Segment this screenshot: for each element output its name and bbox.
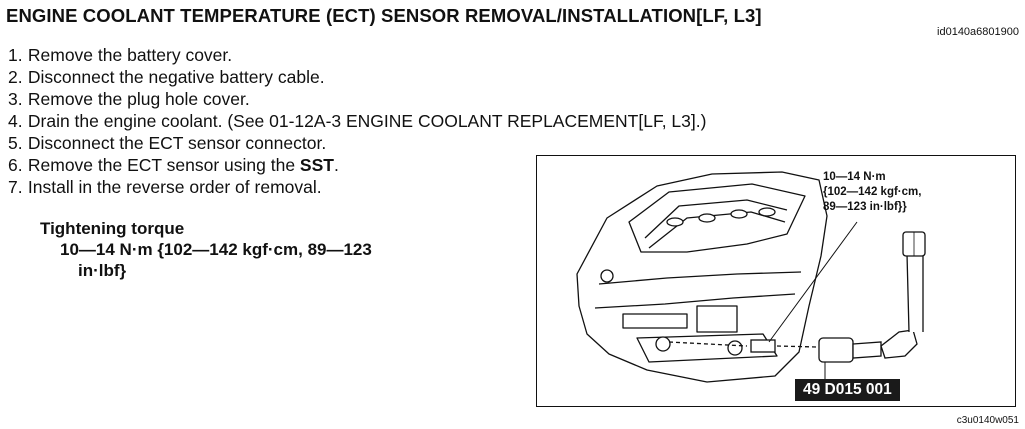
step-text: Drain the engine coolant. (See 01-12A-3 … xyxy=(27,111,707,131)
step-text: Remove the battery cover. xyxy=(27,45,233,65)
step-text: Remove the plug hole cover. xyxy=(27,89,250,109)
callout-line-3: 89—123 in·lbf}} xyxy=(823,201,907,213)
torque-callout: 10—14 N·m {102—142 kgf·cm, 89—123 in·lbf… xyxy=(823,170,921,215)
step-text: Disconnect the negative battery cable. xyxy=(27,67,325,87)
step-number: 1. xyxy=(8,45,23,65)
engine-head-drawing xyxy=(576,171,926,383)
step-number: 4. xyxy=(8,111,23,131)
torque-spec-cont: in·lbf} xyxy=(78,261,127,280)
tightening-torque-block: Tightening torque 10—14 N·m {102—142 kgf… xyxy=(40,218,372,281)
procedure-steps: 1. Remove the battery cover. 2. Disconne… xyxy=(8,44,706,198)
step-text-end: . xyxy=(333,155,339,175)
step-item: 3. Remove the plug hole cover. xyxy=(8,88,706,110)
sensor-illustration: 10—14 N·m {102—142 kgf·cm, 89—123 in·lbf… xyxy=(536,155,1016,407)
step-number: 5. xyxy=(8,133,23,153)
step-text: Disconnect the ECT sensor connector. xyxy=(27,133,327,153)
step-item: 7. Install in the reverse order of remov… xyxy=(8,176,706,198)
torque-spec: 10—14 N·m {102—142 kgf·cm, 89—123 xyxy=(60,240,372,259)
callout-line-2: {102—142 kgf·cm, xyxy=(823,186,922,198)
step-item: 1. Remove the battery cover. xyxy=(8,44,706,66)
document-id: id0140a6801900 xyxy=(937,26,1019,38)
step-number: 2. xyxy=(8,67,23,87)
step-text: Install in the reverse order of removal. xyxy=(27,177,322,197)
step-number: 7. xyxy=(8,177,23,197)
step-text: Remove the ECT sensor using the xyxy=(27,155,300,175)
page-title: ENGINE COOLANT TEMPERATURE (ECT) SENSOR … xyxy=(6,5,762,26)
figure-code: c3u0140w051 xyxy=(956,415,1019,426)
callout-line-1: 10—14 N·m xyxy=(823,171,886,183)
step-item: 5. Disconnect the ECT sensor connector. xyxy=(8,132,706,154)
sst-part-number: 49 D015 001 xyxy=(795,379,900,401)
sst-term: SST xyxy=(299,155,334,175)
step-item: 4. Drain the engine coolant. (See 01-12A… xyxy=(8,110,706,132)
torque-heading: Tightening torque xyxy=(40,219,185,238)
step-item: 6. Remove the ECT sensor using the SST. xyxy=(8,154,706,176)
step-number: 6. xyxy=(8,155,23,175)
step-item: 2. Disconnect the negative battery cable… xyxy=(8,66,706,88)
step-number: 3. xyxy=(8,89,23,109)
